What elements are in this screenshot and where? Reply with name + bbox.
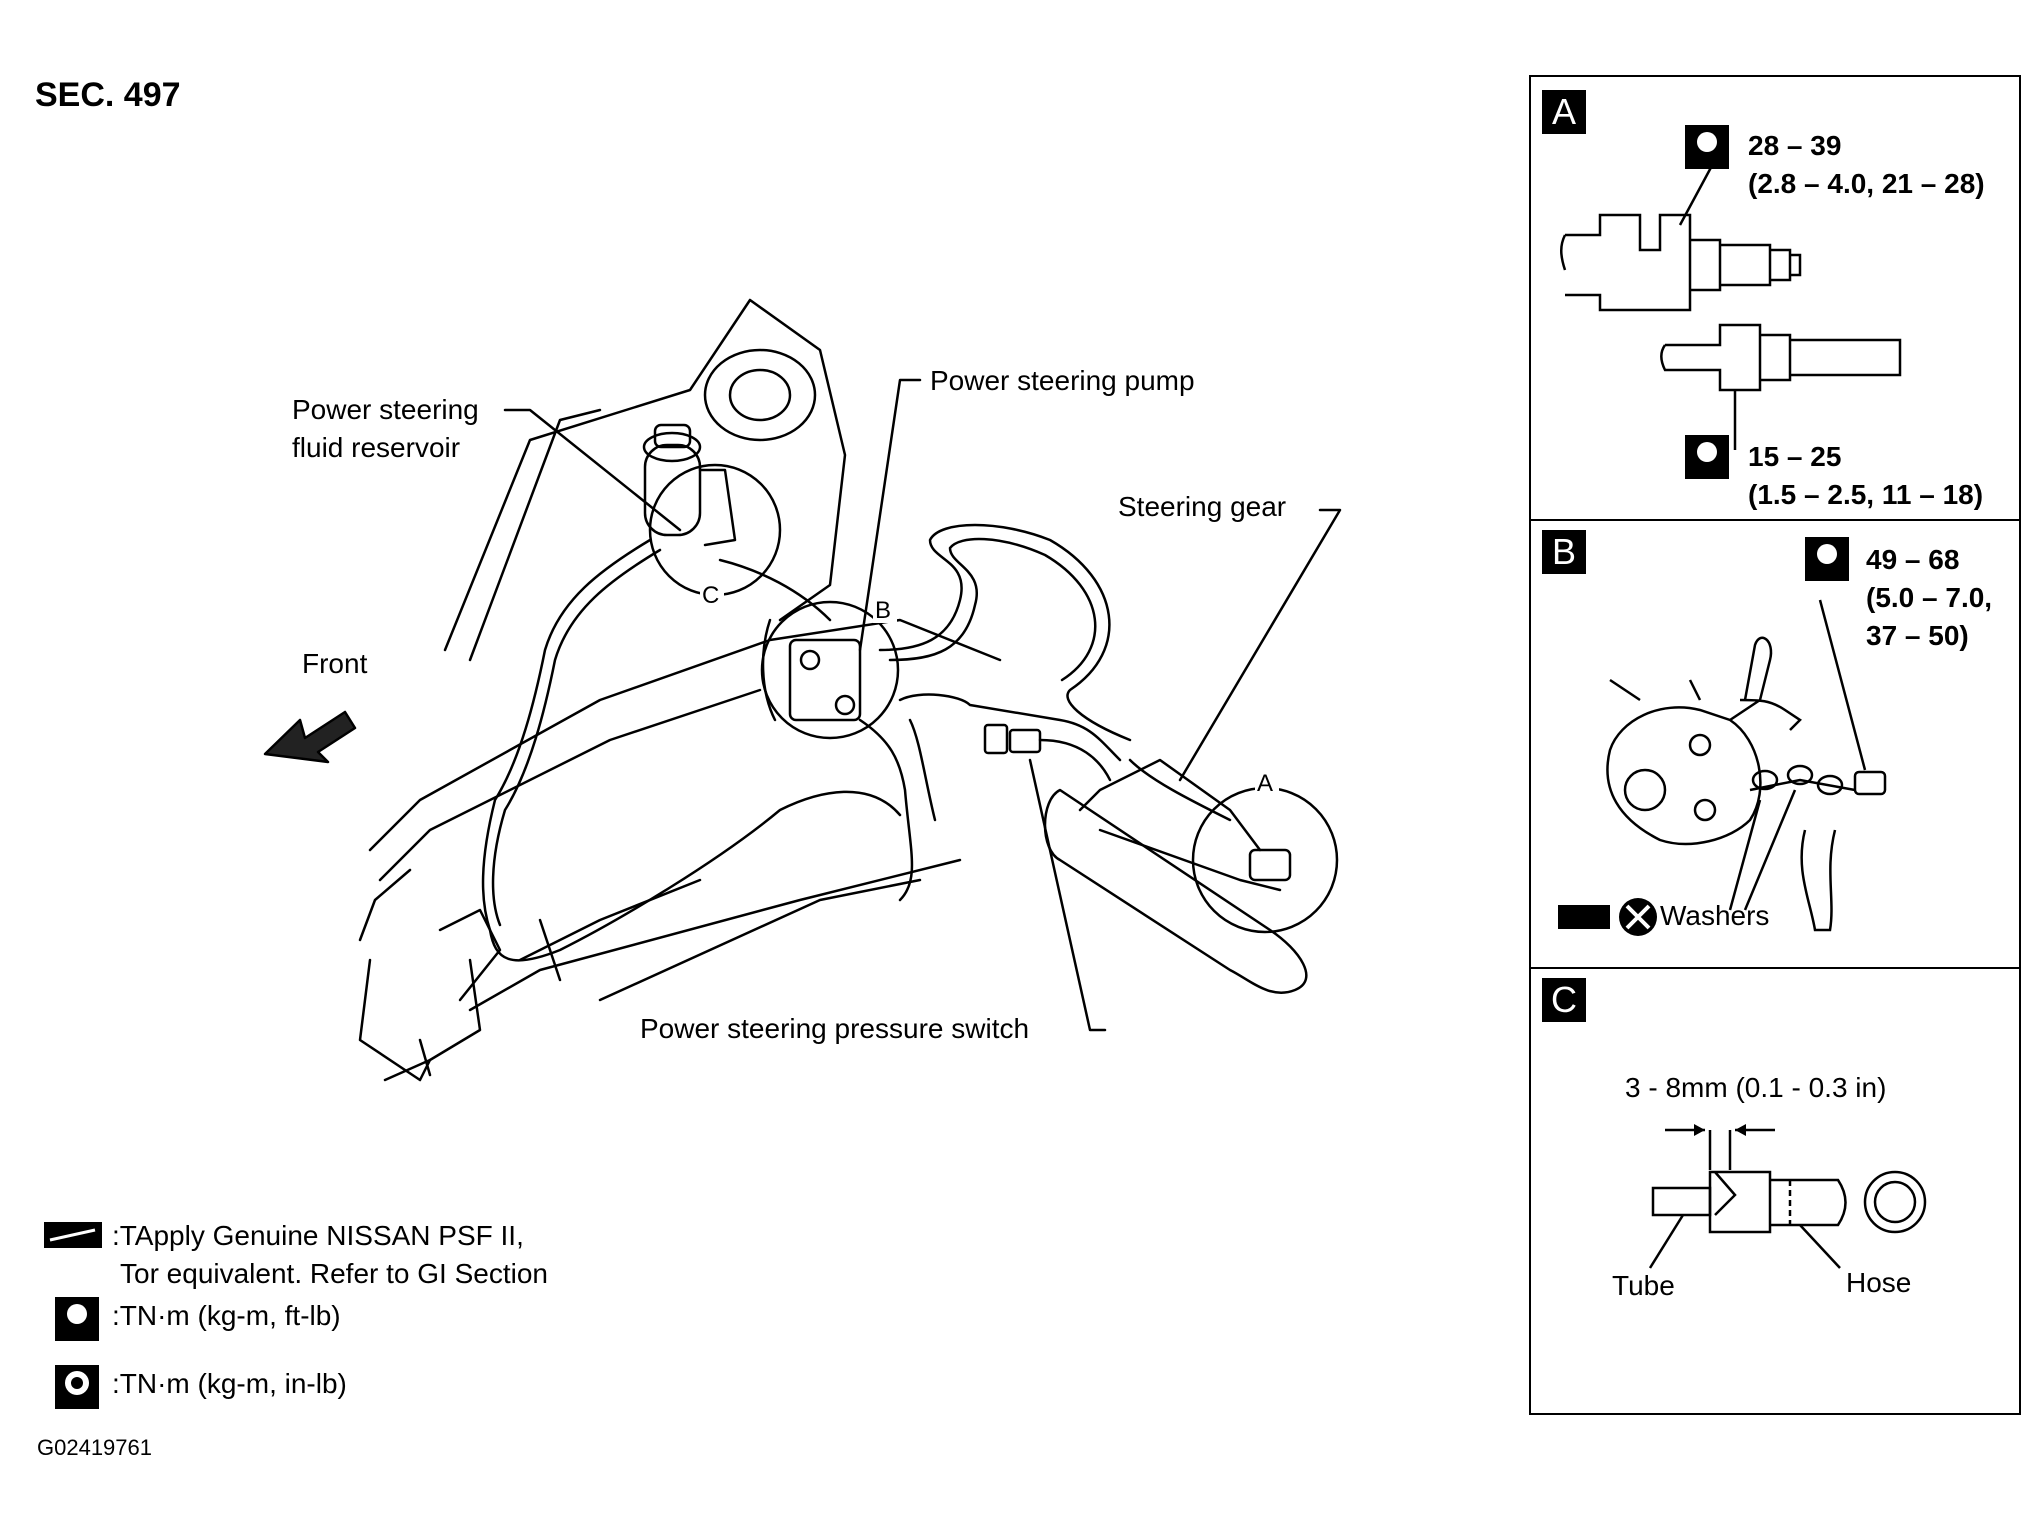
detail-b-washers: Washers	[1660, 900, 1770, 931]
detail-b-torque-alt1: (5.0 – 7.0,	[1866, 582, 1993, 613]
label-circle-a: A	[1257, 770, 1274, 797]
front-arrow	[263, 710, 357, 764]
detail-b-torque-nm: 49 – 68	[1866, 544, 1960, 575]
hose-return	[878, 523, 1132, 742]
hose-section	[1863, 1170, 1927, 1234]
detail-c-tube	[1651, 1186, 1712, 1217]
leader-switch	[1028, 758, 1107, 1032]
detail-a-torque2-alt: (1.5 – 2.5, 11 – 18)	[1748, 479, 1984, 510]
torque-wrench-icon	[55, 1297, 99, 1341]
detail-panel	[1529, 75, 2021, 1415]
hose-supply	[481, 538, 902, 962]
label-front: Front	[302, 648, 368, 679]
label-circle-b: B	[875, 597, 892, 624]
torque-wrench-filled-icon	[55, 1365, 99, 1409]
fluid-icon	[44, 1222, 102, 1248]
detail-a-torque2-nm: 15 – 25	[1748, 441, 1842, 472]
fluid-icon-b	[1558, 905, 1610, 929]
detail-b-pump	[1606, 706, 1762, 846]
section-title: SEC. 497	[35, 76, 181, 114]
wrench-icon-b	[1805, 537, 1849, 581]
wrench-icon-a2	[1685, 435, 1729, 479]
label-pump: Power steering pump	[930, 365, 1195, 396]
circle-c	[648, 463, 782, 597]
wrench-icon-a1	[1685, 125, 1729, 169]
label-circle-c: C	[702, 582, 720, 609]
body-panel	[368, 618, 1002, 852]
legend-torque-ftlb: :TN·m (kg-m, ft-lb)	[112, 1300, 341, 1331]
detail-a-fitting	[1565, 213, 1692, 312]
legend-fluid-1: :TApply Genuine NISSAN PSF II,	[112, 1220, 524, 1251]
strut-top	[703, 348, 817, 442]
leader-gear	[1178, 508, 1342, 782]
label-reservoir-1: Power steering	[292, 394, 479, 425]
hose-pressure	[858, 718, 914, 902]
legend-torque-inlb: :TN·m (kg-m, in-lb)	[112, 1368, 347, 1399]
label-switch: Power steering pressure switch	[640, 1013, 1030, 1044]
detail-c-hose: Hose	[1846, 1267, 1912, 1298]
leader-reservoir	[503, 408, 682, 532]
detail-c-tube: Tube	[1612, 1270, 1675, 1301]
steering-gear	[1043, 788, 1308, 994]
detail-b-tag: B	[1542, 530, 1586, 574]
label-reservoir-2: fluid reservoir	[292, 432, 461, 463]
label-gear: Steering gear	[1118, 491, 1287, 522]
circle-a	[1191, 786, 1339, 934]
leader-pump	[858, 378, 922, 652]
detail-b-torque-alt2: 37 – 50)	[1866, 620, 1969, 651]
legend-fluid-2: Tor equivalent. Refer to GI Section	[120, 1258, 548, 1289]
detail-a-tag: A	[1542, 90, 1586, 134]
detail-a-torque1-nm: 28 – 39	[1748, 130, 1842, 161]
detail-c-tag: C	[1542, 978, 1586, 1022]
detail-a-torque1-alt: (2.8 – 4.0, 21 – 28)	[1748, 168, 1985, 199]
detail-c-gap: 3 - 8mm (0.1 - 0.3 in)	[1625, 1072, 1887, 1103]
figure-code: G02419761	[37, 1435, 152, 1460]
